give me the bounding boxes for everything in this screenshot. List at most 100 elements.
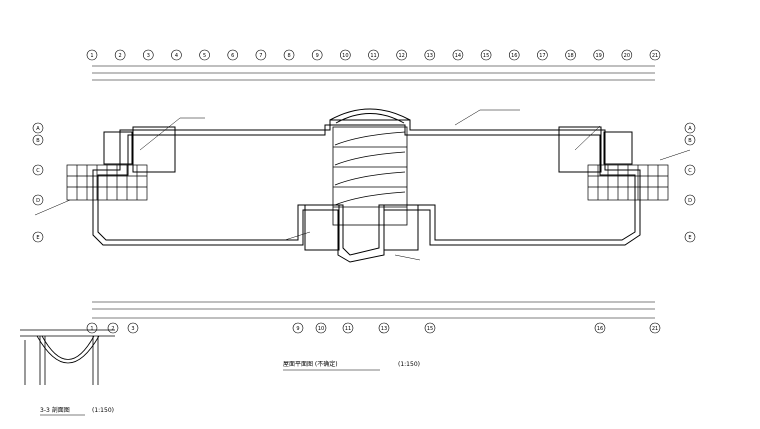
- svg-text:9: 9: [316, 53, 319, 59]
- grid-bubble-right: C: [684, 164, 696, 176]
- svg-text:6: 6: [231, 53, 234, 59]
- svg-text:8: 8: [287, 53, 290, 59]
- grid-bubble-right: B: [684, 134, 696, 146]
- grid-bubble-bottom: 16: [594, 322, 606, 334]
- svg-text:10: 10: [318, 326, 324, 332]
- svg-text:13: 13: [381, 326, 387, 332]
- svg-text:A: A: [688, 126, 692, 132]
- svg-text:1: 1: [90, 53, 93, 59]
- svg-text:3: 3: [131, 326, 134, 332]
- svg-text:16: 16: [597, 326, 603, 332]
- main-drawing-title: 屋面平面图 (不确定): [283, 360, 338, 368]
- grid-bubble-top: 8: [283, 49, 295, 61]
- svg-text:10: 10: [342, 53, 348, 59]
- section-drawing-title: 3-3 剖面图: [40, 406, 70, 414]
- svg-text:B: B: [36, 138, 40, 144]
- section-detail-3-3: [20, 329, 115, 385]
- svg-text:3: 3: [147, 53, 150, 59]
- grid-bubble-top: 2: [114, 49, 126, 61]
- svg-text:C: C: [688, 168, 692, 174]
- central-stair-block: [332, 126, 408, 226]
- grid-bubble-right: A: [684, 122, 696, 134]
- grid-bubble-top: 21: [649, 49, 661, 61]
- grid-bubble-top: 6: [227, 49, 239, 61]
- svg-text:7: 7: [259, 53, 262, 59]
- svg-text:21: 21: [652, 53, 658, 59]
- grid-bubble-top: 12: [396, 49, 407, 61]
- grid-bubble-left: E: [32, 231, 44, 243]
- svg-text:14: 14: [455, 53, 461, 59]
- svg-text:C: C: [36, 168, 40, 174]
- grid-bubble-top: 10: [340, 49, 351, 61]
- grid-bubble-bottom: 10: [315, 322, 327, 334]
- grid-bubble-left: D: [32, 194, 44, 206]
- svg-text:1: 1: [90, 326, 93, 332]
- grid-bubble-top: 17: [537, 49, 548, 61]
- svg-text:2: 2: [111, 326, 114, 332]
- svg-text:11: 11: [370, 53, 376, 59]
- grid-bubble-left: C: [32, 164, 44, 176]
- svg-text:B: B: [688, 138, 692, 144]
- svg-text:E: E: [688, 235, 691, 241]
- svg-text:16: 16: [511, 53, 517, 59]
- grid-bubble-top: 1: [86, 49, 98, 61]
- grid-bubble-top: 9: [311, 49, 323, 61]
- grid-bubbles-right: AB C D E: [684, 122, 696, 243]
- top-dimension-lines: [92, 65, 655, 81]
- building-outline: [92, 108, 641, 263]
- svg-text:4: 4: [175, 53, 178, 59]
- svg-text:9: 9: [296, 326, 299, 332]
- svg-text:D: D: [688, 198, 692, 204]
- grid-bubble-bottom: 13: [378, 322, 390, 334]
- left-grid-panel: [66, 164, 148, 201]
- grid-bubble-top: 4: [171, 49, 182, 61]
- svg-text:15: 15: [427, 326, 433, 332]
- svg-text:E: E: [36, 235, 39, 241]
- svg-text:13: 13: [427, 53, 433, 59]
- svg-text:D: D: [36, 198, 40, 204]
- grid-bubble-right: D: [684, 194, 696, 206]
- right-grid-panel: [587, 164, 669, 201]
- grid-bubble-bottom: 9: [292, 322, 304, 334]
- svg-text:2: 2: [119, 53, 122, 59]
- grid-bubble-bottom: 1: [86, 322, 98, 334]
- grid-bubble-top: 19: [593, 49, 605, 61]
- svg-text:17: 17: [539, 53, 545, 59]
- svg-text:A: A: [36, 126, 40, 132]
- svg-text:11: 11: [345, 326, 351, 332]
- grid-bubble-top: 7: [255, 49, 267, 61]
- grid-bubble-left: A: [32, 122, 44, 134]
- svg-text:19: 19: [596, 53, 602, 59]
- svg-text:20: 20: [624, 53, 630, 59]
- grid-bubble-top: 18: [565, 49, 576, 61]
- grid-bubble-top: 3: [143, 49, 154, 61]
- grid-bubble-top: 5: [199, 49, 210, 61]
- grid-bubble-bottom: 3: [127, 322, 139, 334]
- grid-bubble-top: 13: [424, 49, 436, 61]
- grid-bubble-top: 15: [480, 49, 492, 61]
- main-drawing-scale: (1:150): [398, 361, 420, 368]
- svg-text:12: 12: [398, 53, 404, 59]
- grid-bubble-bottom: 21: [649, 322, 661, 334]
- grid-bubble-bottom: 2: [107, 322, 119, 334]
- grid-bubble-bottom: 15: [424, 322, 436, 334]
- bottom-dimension-lines: [92, 301, 655, 319]
- grid-bubbles-left: AB C D E: [32, 122, 44, 243]
- section-drawing-scale: (1:150): [92, 407, 114, 414]
- svg-text:15: 15: [483, 53, 489, 59]
- grid-bubble-top: 16: [508, 49, 520, 61]
- grid-bubbles-bottom: 1 2 3 9 10 11 13 15 16 21: [86, 322, 661, 334]
- svg-text:5: 5: [203, 53, 206, 59]
- grid-bubble-top: 11: [368, 49, 379, 61]
- grid-bubble-bottom: 11: [342, 322, 354, 334]
- grid-bubble-left: B: [32, 134, 44, 146]
- drawing-titles: 屋面平面图 (不确定) (1:150) 3-3 剖面图 (1:150): [40, 360, 420, 416]
- svg-text:21: 21: [652, 326, 658, 332]
- grid-bubble-right: E: [684, 231, 696, 243]
- annotation-leaders: [34, 109, 691, 261]
- grid-bubble-top: 20: [621, 49, 633, 61]
- svg-text:18: 18: [567, 53, 573, 59]
